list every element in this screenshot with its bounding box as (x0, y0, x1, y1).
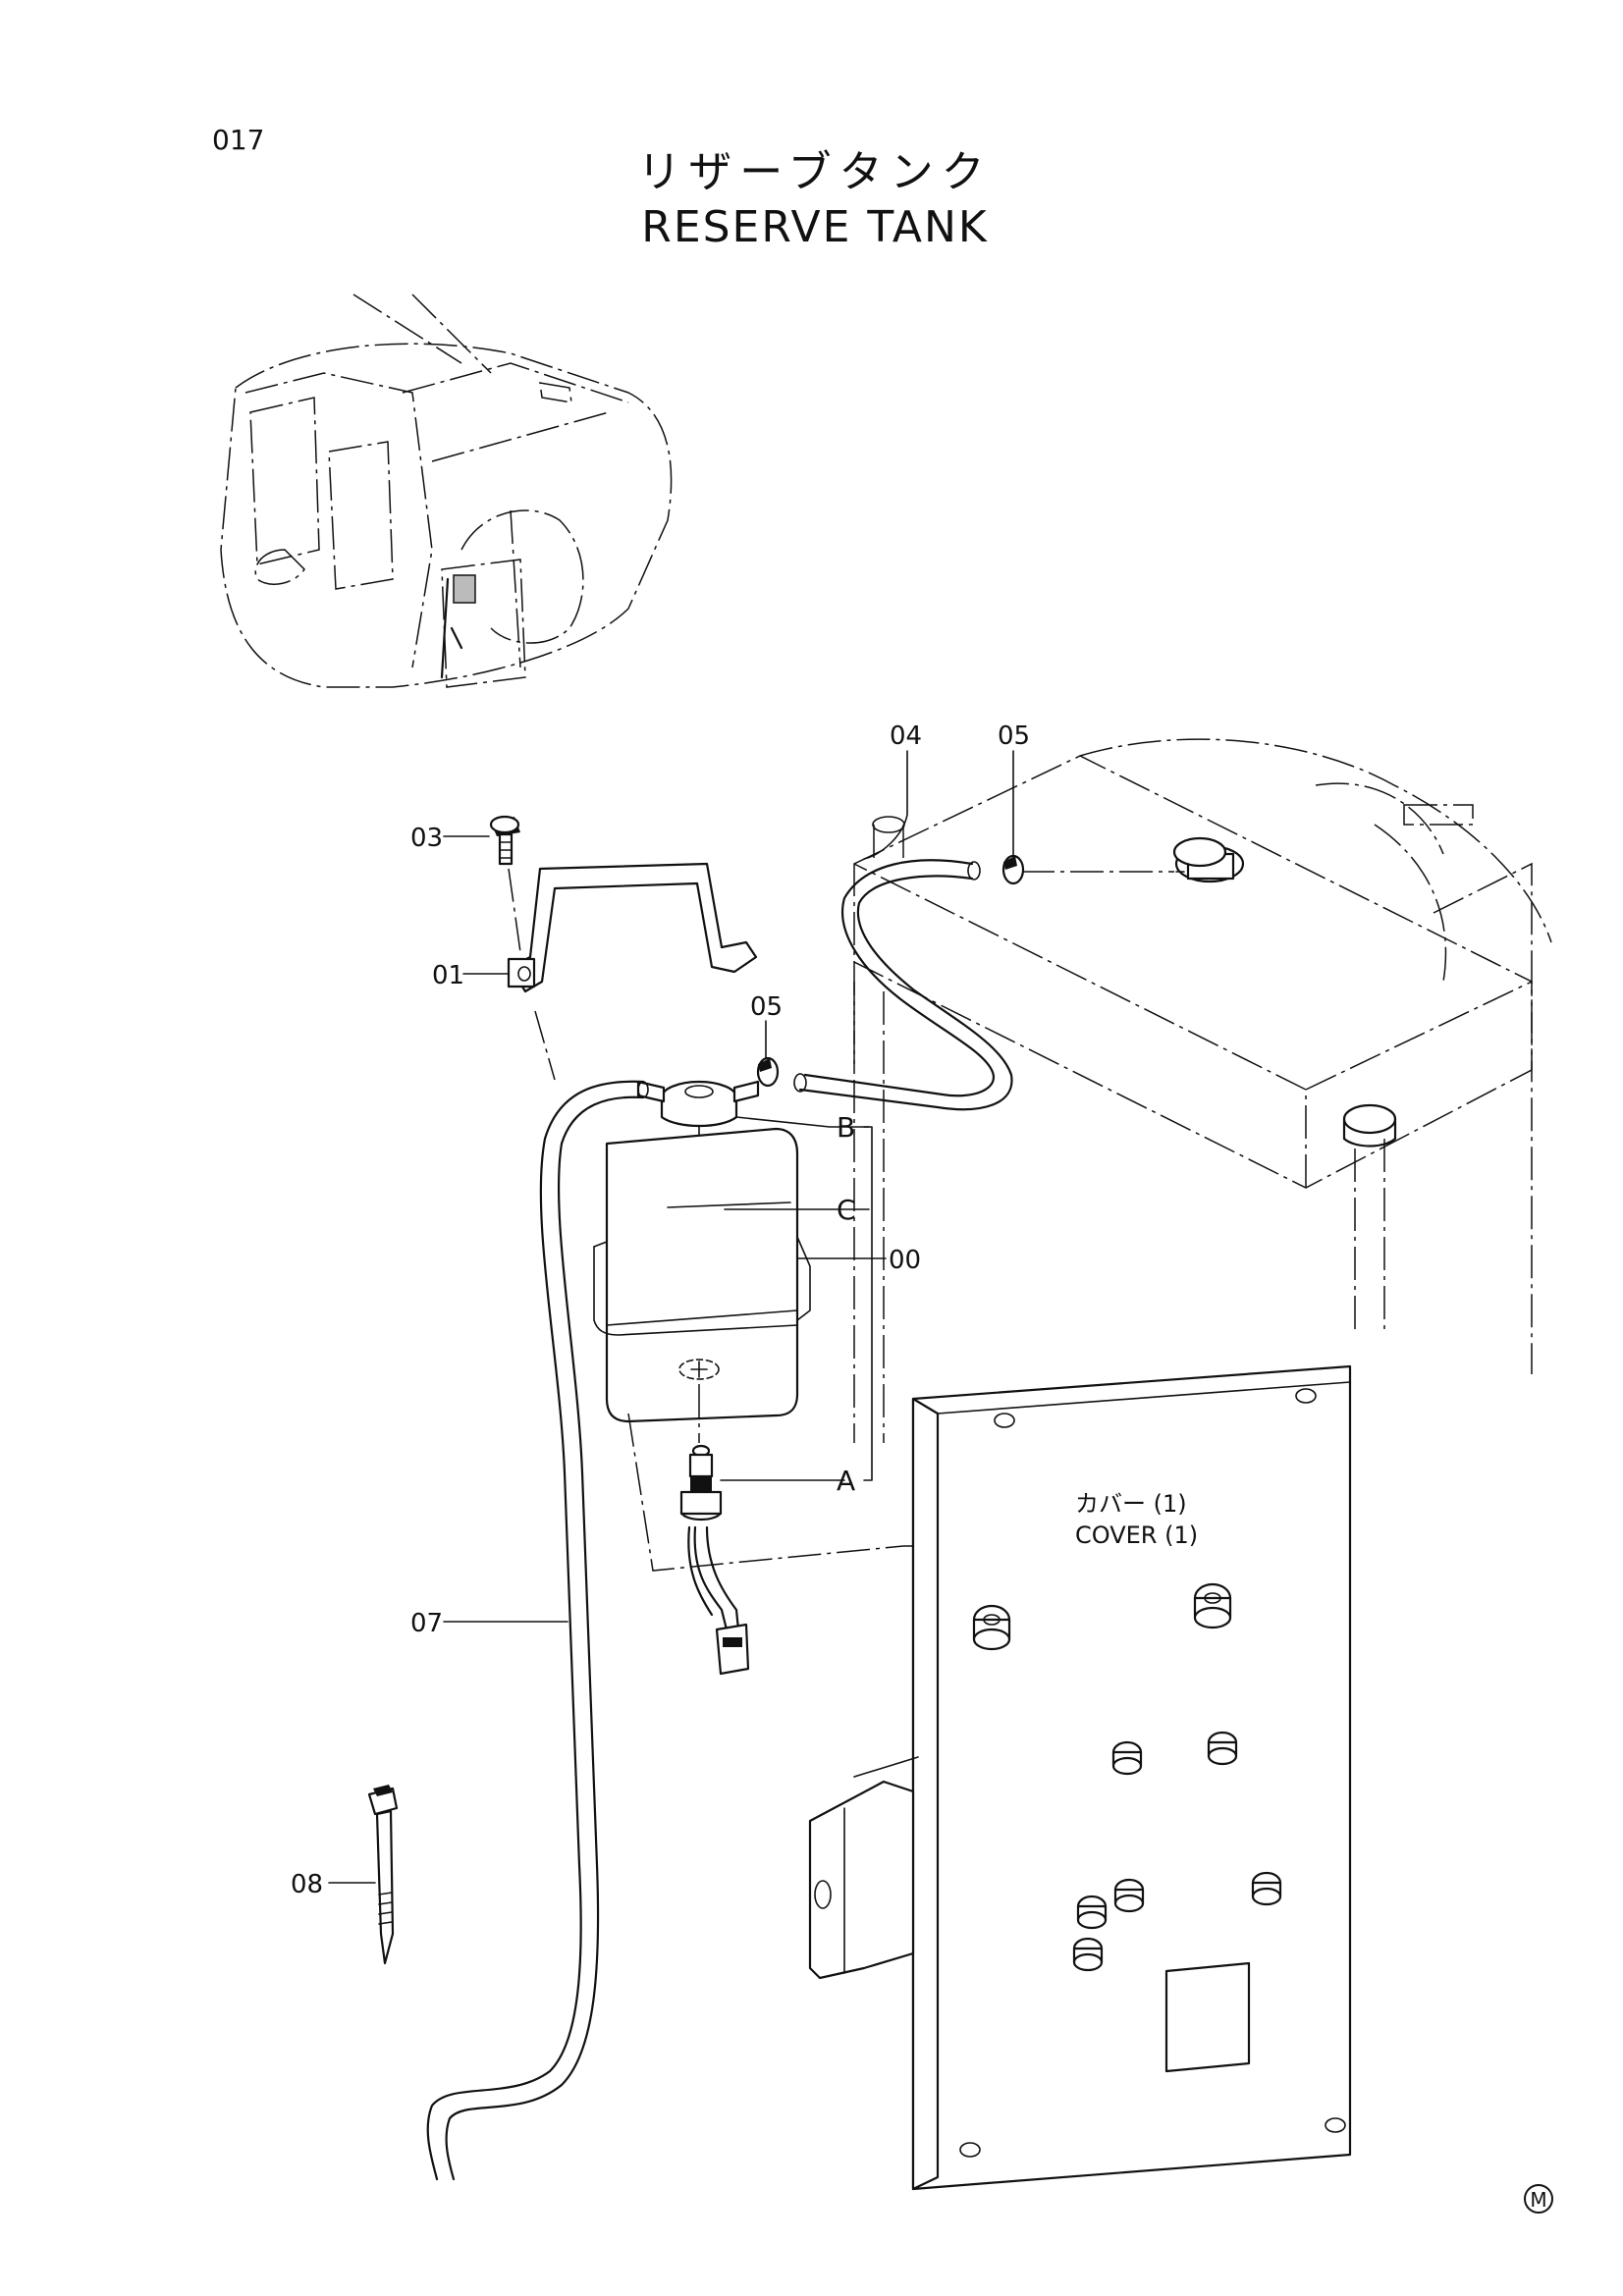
machine-overview-illustration (220, 294, 673, 688)
callout-05-lower: 05 (750, 992, 783, 1022)
corner-mark-letter: M (1530, 2188, 1546, 2212)
part-05-clamp-lower (756, 1056, 780, 1088)
callout-C: C (837, 1194, 856, 1226)
cover-panel (808, 1364, 1352, 2191)
part-03-bolt (489, 815, 521, 953)
cover-label-english: COVER (1) (1075, 1522, 1198, 1549)
part-B-cap (636, 1080, 760, 1128)
callout-01: 01 (432, 961, 464, 990)
callout-04: 04 (890, 721, 922, 751)
title-japanese: リザーブタンク (637, 147, 992, 197)
part-05-clamp-upper (1001, 854, 1025, 885)
part-04-hose (793, 859, 1013, 1111)
callout-03: 03 (410, 824, 443, 853)
callout-00: 00 (889, 1246, 921, 1275)
callout-05-upper: 05 (998, 721, 1030, 751)
part-01-bracket (507, 862, 758, 993)
page-number: 017 (212, 124, 264, 156)
part-00-reserve-tank (593, 1127, 811, 1423)
radiator-illustration (853, 738, 1552, 1443)
cover-grommets (972, 1582, 1282, 1972)
cover-label-japanese: カバー (1) (1075, 1490, 1187, 1518)
callout-07: 07 (410, 1609, 443, 1638)
title-english: RESERVE TANK (641, 202, 988, 252)
callout-A: A (837, 1465, 855, 1497)
part-A-level-sensor (679, 1384, 750, 1676)
part-07-overflow-hose (426, 1010, 649, 2181)
leader-lines (328, 750, 1014, 1884)
corner-mark: M (1524, 2184, 1553, 2214)
callout-B: B (837, 1111, 855, 1144)
callout-08: 08 (291, 1870, 323, 1899)
part-08-cable-tie (367, 1785, 399, 1965)
